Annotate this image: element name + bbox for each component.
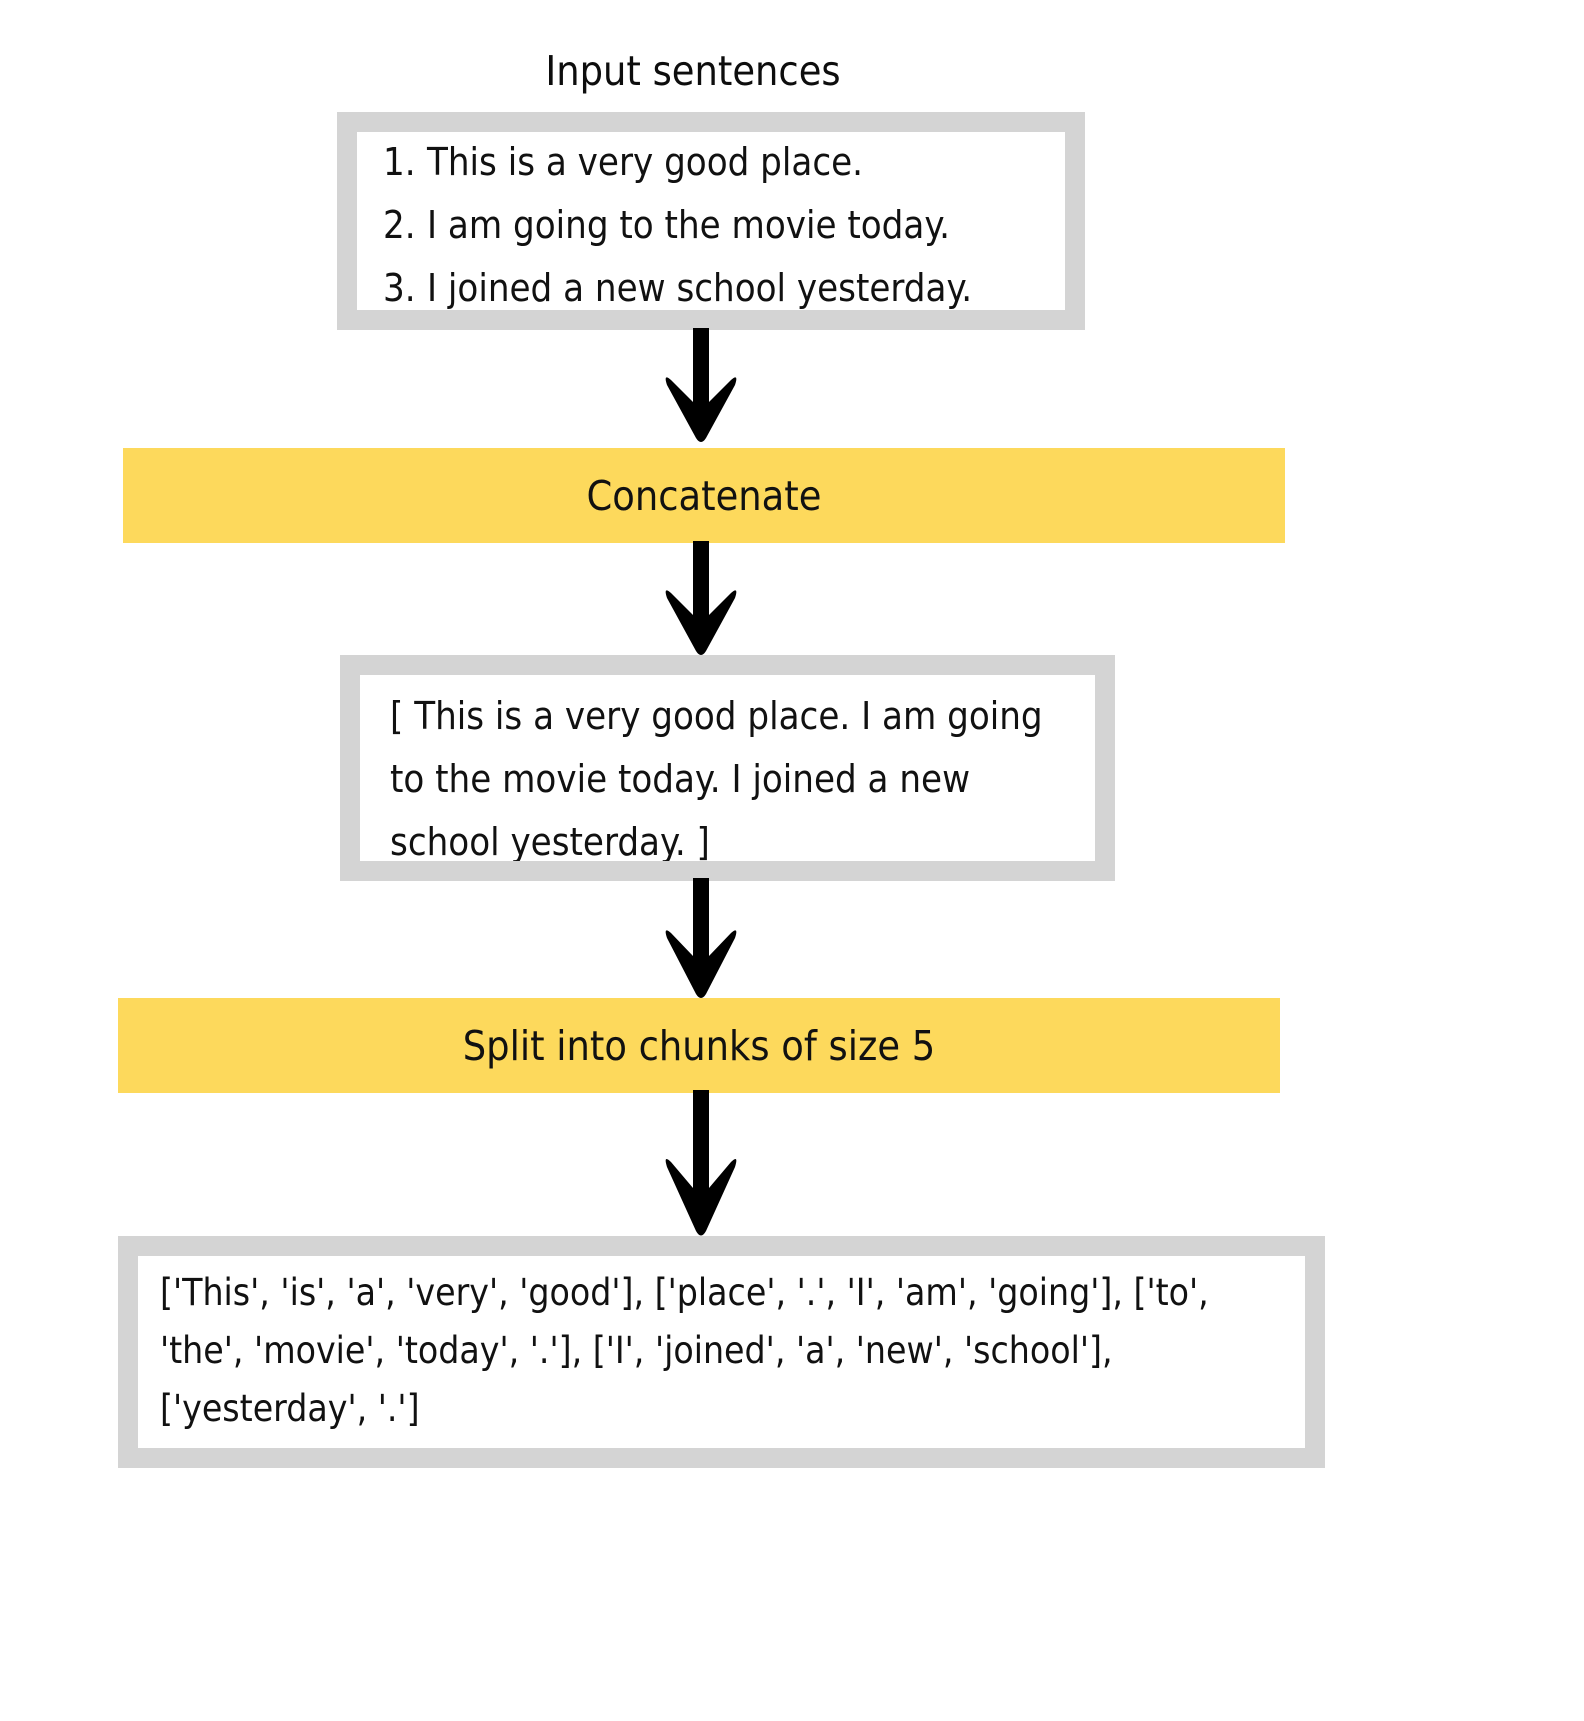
chunk-output-box-inner: ['This', 'is', 'a', 'very', 'good'], ['p… — [138, 1256, 1305, 1448]
concatenated-text: [ This is a very good place. I am going … — [390, 694, 1043, 861]
list-item: 1. This is a very good place. — [383, 140, 863, 184]
chunk-output-box: ['This', 'is', 'a', 'very', 'good'], ['p… — [118, 1236, 1325, 1468]
page-title: Input sentences — [545, 47, 841, 95]
list-item-label: I am going to the movie today. — [427, 203, 950, 247]
list-item-number: 2. — [383, 203, 416, 247]
step-concatenate-label: Concatenate — [586, 471, 822, 520]
concatenated-text-box: [ This is a very good place. I am going … — [340, 655, 1115, 881]
step-split-into-chunks[interactable]: Split into chunks of size 5 — [118, 998, 1280, 1093]
chunk-output-text: ['This', 'is', 'a', 'very', 'good'], ['p… — [160, 1271, 1209, 1430]
input-sentences-box-inner: 1. This is a very good place. 2. I am go… — [357, 132, 1065, 310]
list-item-label: I joined a new school yesterday. — [427, 266, 973, 310]
list-item-label: This is a very good place. — [427, 140, 864, 184]
concatenated-text-box-inner: [ This is a very good place. I am going … — [360, 675, 1095, 861]
arrow-down-icon — [661, 328, 741, 444]
arrow-down-icon — [661, 1090, 741, 1238]
step-concatenate[interactable]: Concatenate — [123, 448, 1285, 543]
arrow-down-icon — [661, 878, 741, 1000]
list-item-number: 3. — [383, 266, 416, 310]
list-item: 2. I am going to the movie today. — [383, 203, 950, 247]
list-item-number: 1. — [383, 140, 416, 184]
list-item: 3. I joined a new school yesterday. — [383, 266, 972, 310]
step-split-label: Split into chunks of size 5 — [462, 1021, 936, 1070]
arrow-down-icon — [661, 541, 741, 657]
input-sentences-box: 1. This is a very good place. 2. I am go… — [337, 112, 1085, 330]
